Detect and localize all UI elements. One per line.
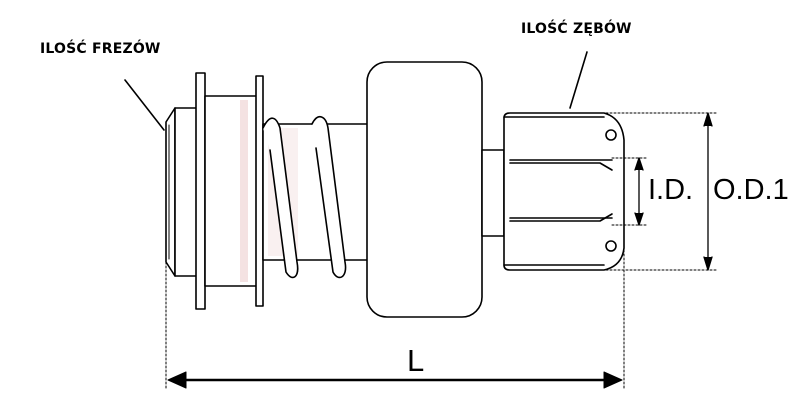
id-dimension [634,157,644,226]
clutch-barrel [366,61,483,318]
front-flange [195,72,206,310]
teeth-count-label: ILOŚĆ ZĘBÓW [521,21,632,37]
milling-count-label: ILOŚĆ FREZÓW [40,41,161,57]
extension-lines [165,112,717,391]
splined-hub [165,107,198,277]
rear-flange [255,75,264,307]
spring-coils [262,116,347,279]
hub-shading [240,100,248,282]
od-dimension [703,112,713,271]
outer-diameter-label: O.D.1 [713,174,789,206]
inner-diameter-label: I.D. [648,174,694,206]
zebow-leader-line [569,51,588,109]
length-label: L [407,343,425,378]
hub-body [204,95,258,287]
pinion-gear [503,112,625,271]
length-dimension [167,371,623,389]
frezow-leader-line [124,79,165,131]
pinion-neck [481,149,505,237]
